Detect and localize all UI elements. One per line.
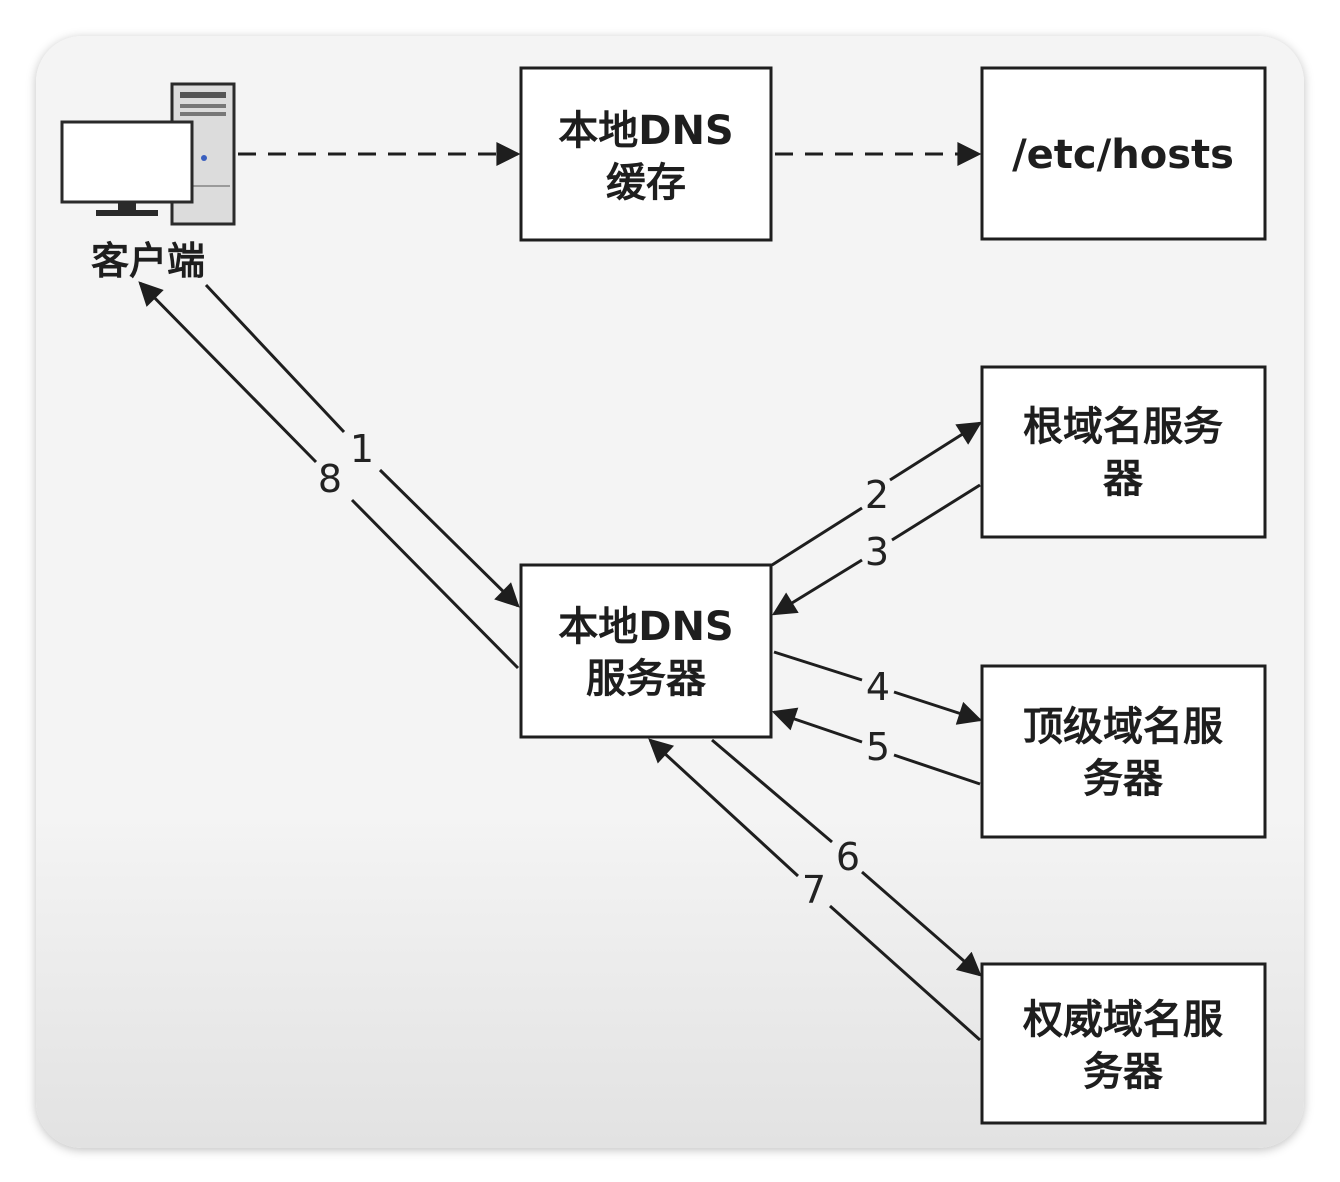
step6-line-a bbox=[711, 738, 833, 844]
step8-line-a bbox=[350, 498, 520, 670]
step5-label: 5 bbox=[866, 725, 890, 769]
step3-line-a bbox=[891, 483, 981, 542]
local-dns-server-label-line2: 服务器 bbox=[586, 656, 707, 702]
step7-line-a bbox=[829, 904, 981, 1042]
authoritative-server-label-line1: 权威域名服 bbox=[1022, 997, 1223, 1043]
step3-arrow bbox=[771, 558, 863, 616]
step1-label: 1 bbox=[350, 427, 374, 471]
root-server-label-line2: 器 bbox=[1103, 456, 1144, 502]
step3-label: 3 bbox=[865, 530, 889, 574]
step1-line-a bbox=[204, 283, 346, 434]
client-label: 客户端 bbox=[91, 239, 205, 283]
local-dns-cache-label-line2: 缓存 bbox=[606, 160, 686, 206]
tld-server-box bbox=[980, 664, 1267, 839]
step6-arrow bbox=[861, 870, 982, 977]
step7-arrow bbox=[648, 738, 800, 878]
authoritative-server-label-line2: 务器 bbox=[1083, 1049, 1164, 1095]
step4-line-a bbox=[773, 650, 863, 682]
step8-label: 8 bbox=[318, 457, 342, 501]
step6-label: 6 bbox=[836, 835, 860, 879]
step2-arrow bbox=[889, 421, 983, 482]
etc-hosts-box bbox=[980, 66, 1267, 241]
step7-label: 7 bbox=[802, 868, 826, 912]
step4-label: 4 bbox=[866, 665, 890, 709]
step8-arrow bbox=[138, 281, 318, 464]
step5-arrow bbox=[771, 707, 863, 744]
root-server-label-line1: 根域名服务 bbox=[1023, 404, 1223, 450]
authoritative-server-box bbox=[980, 962, 1267, 1125]
etc-hosts-label: /etc/hosts bbox=[1012, 132, 1234, 178]
local-dns-server-box bbox=[519, 563, 773, 739]
step5-line-a bbox=[893, 753, 981, 786]
step4-arrow bbox=[893, 690, 983, 725]
step2-line-a bbox=[771, 506, 863, 567]
local-dns-cache-label-line1: 本地DNS bbox=[558, 108, 734, 154]
tld-server-label-line2: 务器 bbox=[1083, 756, 1164, 802]
desktop-computer-icon bbox=[60, 82, 236, 226]
step2-label: 2 bbox=[865, 473, 889, 517]
local-dns-cache-box bbox=[519, 66, 773, 242]
local-dns-server-label-line1: 本地DNS bbox=[558, 604, 734, 650]
step1-arrow bbox=[378, 468, 520, 608]
root-server-box bbox=[980, 365, 1267, 539]
tld-server-label-line1: 顶级域名服 bbox=[1023, 704, 1223, 750]
